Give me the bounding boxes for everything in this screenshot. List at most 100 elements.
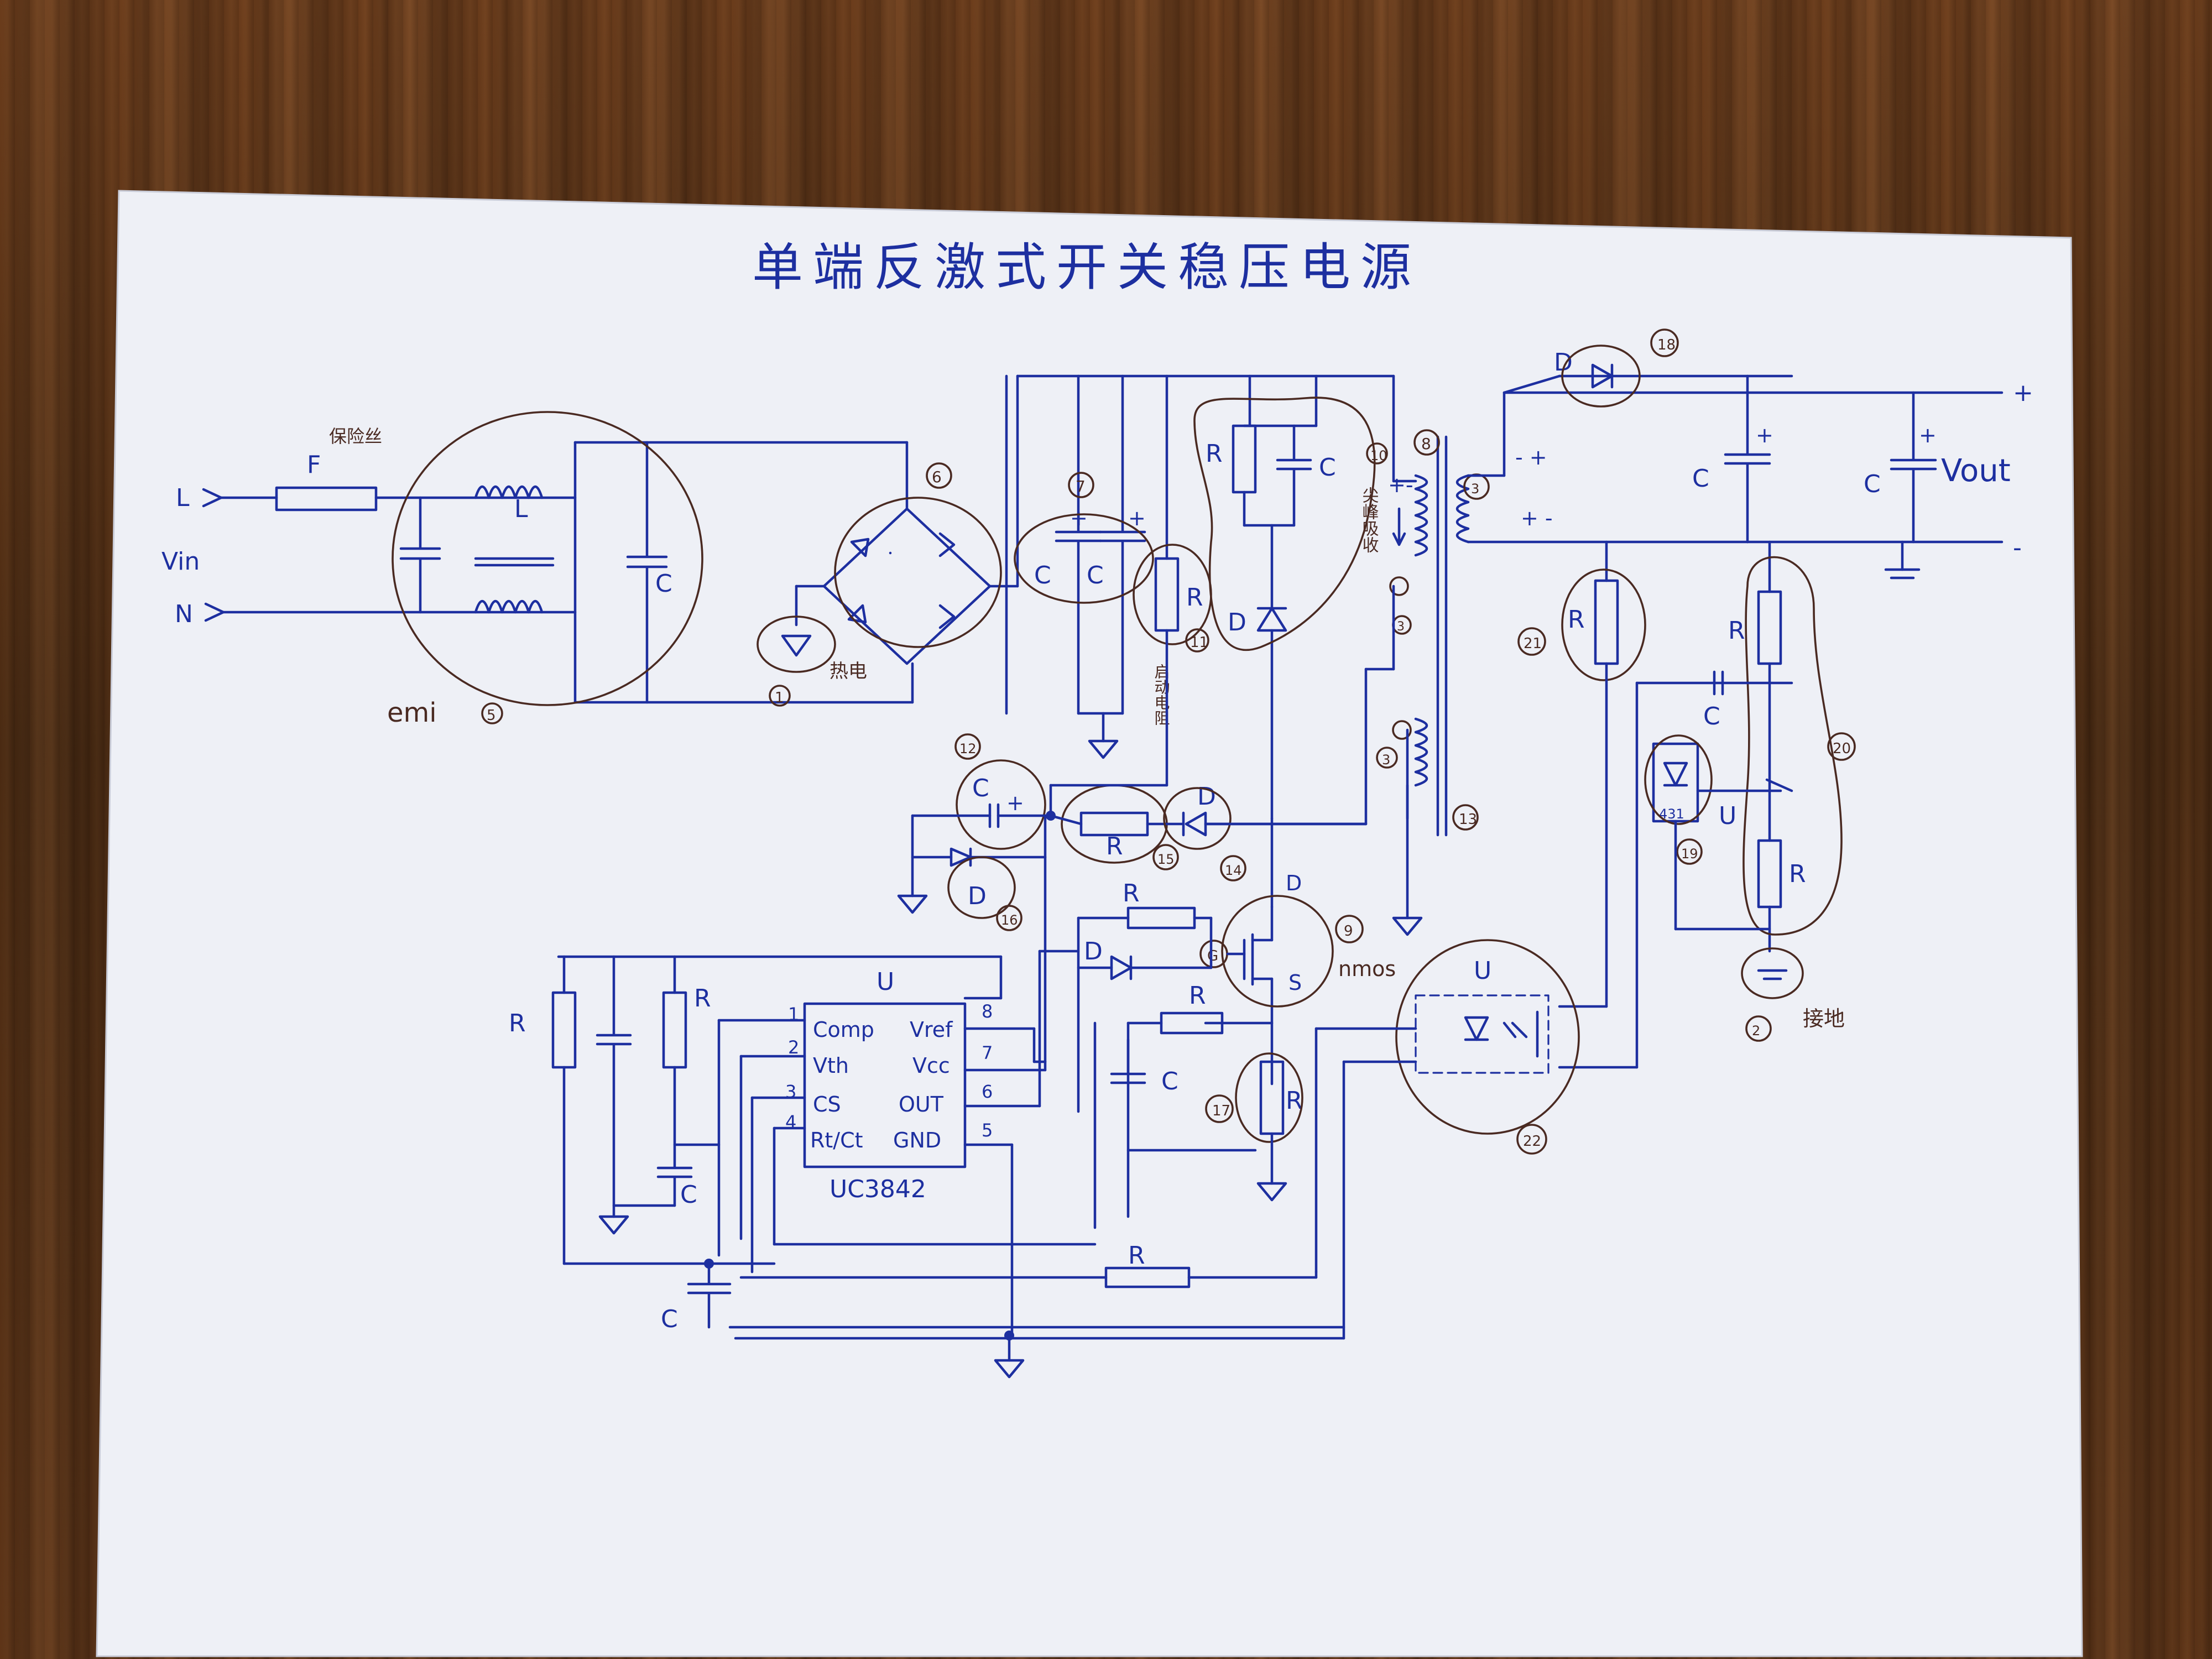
thermistor-note: 热电 [830,660,867,682]
mosfet-section: D S 9 nmos G R D R C R [897,733,1396,1229]
ic-body [803,1002,967,1168]
svg-text:U: U [1474,957,1491,985]
neutral-label: N [175,600,193,628]
svg-text:Vth: Vth [813,1053,849,1078]
divider-circle [1743,556,1843,936]
svg-text:C: C [661,1305,678,1333]
svg-text:7: 7 [1076,477,1086,495]
primary-section: C C + + 7 R 11 启动电阻 R C D [1005,374,1417,820]
snubber-circle [1193,397,1376,651]
thermistor-circle [757,615,836,673]
svg-text:Vref: Vref [910,1018,953,1042]
svg-text:+: + [1756,423,1773,447]
svg-text:C: C [1034,561,1051,589]
source-label: S [1288,971,1302,995]
svg-text:R: R [1286,1087,1303,1115]
vout-minus: - [2013,534,2022,562]
svg-text:17: 17 [1212,1103,1230,1119]
svg-text:8: 8 [1421,435,1431,453]
fuse-label: F [307,451,321,479]
svg-text:R: R [1189,982,1206,1010]
choke-label: L [514,495,528,523]
vout-label: Vout [1941,453,2011,489]
line-label: L [176,484,190,512]
svg-text:2: 2 [1752,1023,1760,1039]
emi-cap-label: C [655,570,672,598]
svg-text:D: D [1084,937,1103,966]
gate-circle-label: G [1207,948,1218,964]
svg-text:1: 1 [775,690,784,706]
uc3842-section: U UC3842 Comp Vth CS Rt/Ct Vref Vcc OUT … [509,950,1345,1379]
svg-text:U: U [1719,802,1736,830]
svg-text:R: R [1106,832,1123,860]
svg-text:19: 19 [1681,846,1698,862]
vout-plus: + [2013,379,2033,407]
svg-text:2: 2 [788,1037,799,1058]
svg-text:8: 8 [982,1001,993,1022]
svg-text:9: 9 [1344,923,1353,940]
svg-text:+: + [1070,506,1088,530]
svg-text:Comp: Comp [813,1018,874,1042]
svg-text:16: 16 [1001,912,1018,928]
ic-part: UC3842 [830,1175,926,1203]
svg-text:C: C [1692,465,1709,493]
bulk-cap-circle [1014,513,1154,604]
output-section: D 18 + - + C + C Vout R 21 [1503,328,2033,1069]
svg-text:Vcc: Vcc [912,1053,950,1078]
svg-text:R: R [1123,879,1140,907]
svg-text:18: 18 [1657,337,1676,353]
bridge-rectifier: 6 热电 1 [757,441,1019,707]
svg-text:3: 3 [1382,752,1390,768]
svg-text:- +: - + [1515,445,1547,469]
svg-text:D: D [968,882,987,910]
svg-text:R: R [694,984,711,1013]
svg-text:+ -: + - [1521,506,1553,530]
svg-text:7: 7 [982,1042,993,1063]
optocoupler: U 22 [734,939,1580,1340]
svg-text:R: R [509,1009,526,1037]
svg-text:C: C [680,1181,697,1209]
svg-text:1: 1 [788,1004,799,1025]
svg-text:GND: GND [893,1128,941,1152]
fuse-note: 保险丝 [329,426,382,447]
svg-text:15: 15 [1157,852,1175,867]
input-section: L Vin N F 保险丝 L C emi 5 [161,411,914,728]
svg-text:11: 11 [1190,634,1208,651]
spike-absorb-note: 尖峰吸收 [1359,487,1379,553]
bridge-circle [834,497,1002,648]
nmos-label: nmos [1338,957,1396,981]
paper [97,191,2082,1656]
svg-text:D: D [1228,608,1246,637]
svg-text:5: 5 [487,707,496,724]
page-title: 单端反激式开关稳压电源 [752,238,1421,297]
output-diode-circle [1561,345,1641,408]
svg-text:C: C [1864,470,1881,498]
svg-text:R: R [1206,440,1223,468]
vin-label: Vin [161,547,200,576]
ground-note: 接地 [1803,1006,1845,1031]
svg-text:20: 20 [1833,740,1851,757]
svg-text:6: 6 [982,1081,993,1102]
svg-text:12: 12 [959,741,977,757]
svg-text:D: D [1197,782,1216,811]
svg-text:CS: CS [813,1092,841,1117]
svg-text:C: C [972,774,989,802]
svg-text:Rt/Ct: Rt/Ct [810,1128,863,1152]
svg-text:+: + [1919,423,1937,447]
ic-label: U [877,968,894,996]
svg-text:22: 22 [1523,1133,1541,1150]
svg-text:4: 4 [785,1112,796,1133]
svg-text:3: 3 [1397,620,1405,634]
svg-text:+-: +- [1388,473,1413,497]
svg-text:10: 10 [1370,448,1387,463]
svg-text:5: 5 [982,1120,993,1141]
svg-text:C: C [1319,453,1336,482]
svg-text:R: R [1789,860,1806,888]
svg-text:13: 13 [1459,811,1477,828]
svg-text:14: 14 [1225,863,1242,878]
mosfet-circle [1221,895,1334,1008]
svg-text:+: + [1006,791,1024,815]
emi-label: emi [387,697,437,728]
svg-text:R: R [1568,606,1585,634]
